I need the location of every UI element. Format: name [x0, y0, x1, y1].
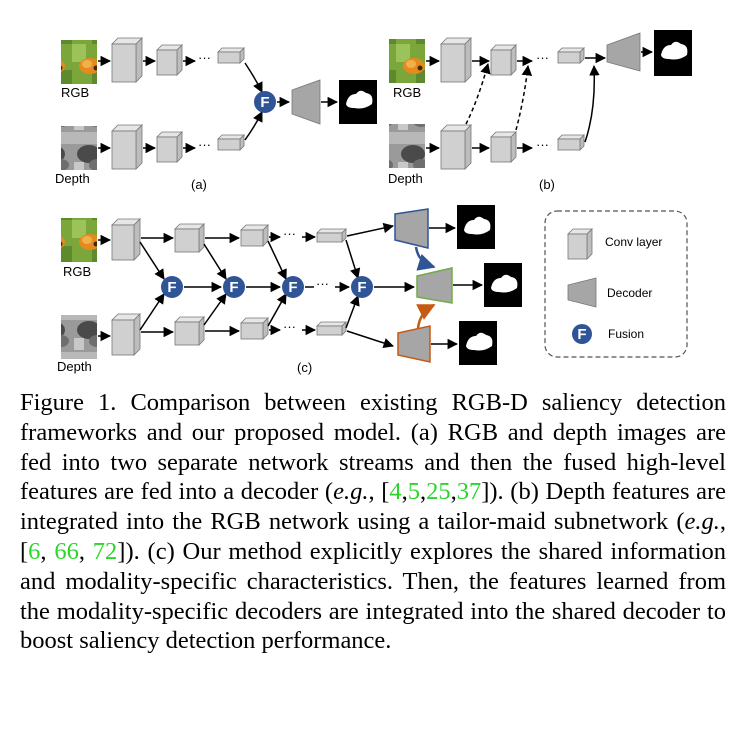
depth-input-image [61, 126, 97, 170]
legend-fusion-icon: F [572, 324, 592, 344]
architecture-figure: RGB Depth ··· [55, 30, 692, 375]
fusion-symbol: F [229, 279, 238, 296]
caption-text: , [450, 478, 457, 506]
conv-layer [316, 321, 347, 336]
caption-eg: e.g. [684, 508, 720, 536]
ellipsis: ··· [316, 276, 329, 291]
depth-label: Depth [388, 171, 423, 186]
legend: Conv layer Decoder F Fusion [544, 210, 688, 358]
depth-label: Depth [57, 359, 92, 374]
panel-b: RGB Depth ··· [388, 30, 692, 192]
rgb-decoder [394, 208, 429, 249]
conv-layer [111, 124, 143, 170]
caption-eg: e.g. [333, 478, 369, 506]
conv-layer [240, 224, 269, 247]
ellipsis: ··· [536, 50, 549, 65]
conv-layer [174, 223, 205, 253]
conv-layer [111, 218, 141, 261]
conv-layer [111, 37, 143, 83]
ellipsis: ··· [283, 319, 296, 334]
citation-link[interactable]: 66 [54, 537, 79, 565]
decoder [606, 32, 641, 72]
caption-text: , [78, 537, 93, 565]
conv-layer [490, 44, 517, 76]
caption-text: , [ [20, 508, 726, 565]
shared-decoder [416, 267, 453, 304]
panel-a-label: (a) [191, 177, 207, 192]
fusion-node: F [282, 276, 304, 298]
conv-layer [440, 37, 472, 83]
legend-fusion-label: Fusion [608, 327, 644, 341]
saliency-map [459, 321, 497, 365]
fusion-node: F [254, 91, 276, 113]
caption-text: , [40, 537, 55, 565]
ellipsis: ··· [536, 137, 549, 152]
citation-link[interactable]: 25 [426, 478, 451, 506]
panel-c-label: (c) [297, 360, 312, 375]
conv-layer [156, 131, 183, 163]
rgb-input-image [61, 218, 97, 262]
depth-decoder [397, 325, 431, 363]
figure-caption: Figure 1. Comparison between existing RG… [20, 388, 726, 656]
fusion-symbol: F [167, 279, 176, 296]
caption-text: , [401, 478, 408, 506]
saliency-map [339, 80, 377, 124]
ellipsis: ··· [198, 50, 211, 65]
legend-conv-icon [567, 228, 593, 260]
citation-link[interactable]: 72 [92, 537, 118, 565]
citation-link[interactable]: 6 [28, 537, 41, 565]
citation-link[interactable]: 5 [407, 478, 420, 506]
rgb-label: RGB [61, 85, 89, 100]
caption-text: , [ [368, 478, 390, 506]
caption-text: , [419, 478, 427, 506]
depth-input-image [61, 315, 97, 359]
conv-layer [316, 228, 347, 243]
ellipsis: ··· [283, 226, 296, 241]
citation-link[interactable]: 4 [389, 478, 402, 506]
saliency-map [484, 263, 522, 307]
decoder [291, 79, 321, 125]
conv-layer [490, 131, 517, 163]
conv-layer [111, 313, 141, 356]
legend-conv-label: Conv layer [605, 235, 662, 249]
legend-decoder-icon [567, 277, 597, 308]
fusion-symbol: F [577, 326, 586, 343]
citation-link[interactable]: 37 [456, 478, 482, 506]
ellipsis: ··· [198, 137, 211, 152]
fusion-symbol: F [288, 279, 297, 296]
panel-b-label: (b) [539, 177, 555, 192]
caption-text: ]). (b) Depth features are integrated in… [20, 478, 727, 536]
fusion-symbol: F [260, 94, 269, 111]
conv-layer [557, 47, 585, 64]
legend-decoder-label: Decoder [607, 286, 652, 300]
depth-input-image [389, 124, 425, 168]
rgb-input-image [389, 39, 425, 83]
fusion-node: F [223, 276, 245, 298]
fusion-node: F [351, 276, 373, 298]
panel-a: RGB Depth ··· [55, 37, 377, 192]
saliency-map [654, 30, 692, 76]
conv-layer [217, 134, 245, 151]
fusion-symbol: F [357, 279, 366, 296]
rgb-label: RGB [63, 264, 91, 279]
saliency-map [457, 205, 495, 249]
fusion-node: F [161, 276, 183, 298]
conv-layer [240, 317, 269, 340]
caption-text: Figure 1. Comparison between existing RG… [20, 389, 726, 506]
depth-label: Depth [55, 171, 90, 186]
conv-layer [156, 44, 183, 76]
rgb-input-image [61, 40, 97, 84]
rgb-label: RGB [393, 85, 421, 100]
conv-layer [217, 47, 245, 64]
conv-layer [440, 124, 472, 170]
panel-c: RGB Depth ··· [57, 205, 522, 375]
conv-layer [174, 316, 205, 346]
conv-layer [557, 134, 585, 151]
caption-text: ]). (c) Our method explicitly explores t… [20, 537, 727, 655]
